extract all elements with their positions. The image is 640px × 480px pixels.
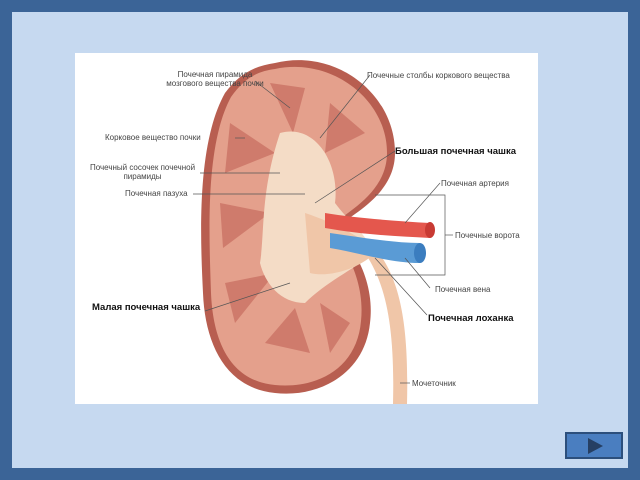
renal-pyramids — [220, 83, 365, 353]
leader-lines — [193, 74, 453, 384]
label-ureter: Мочеточник — [412, 379, 456, 388]
kidney-diagram: Почечная пирамида мозгового вещества поч… — [75, 53, 538, 404]
renal-vein — [330, 233, 420, 263]
label-renal-columns: Почечные столбы коркового вещества — [367, 71, 510, 80]
next-slide-button[interactable] — [565, 432, 623, 459]
label-renal-vein: Почечная вена — [435, 285, 491, 294]
label-renal-artery: Почечная артерия — [441, 179, 509, 188]
label-renal-pelvis: Почечная лоханка — [428, 313, 514, 324]
label-renal-pyramid: Почечная пирамида мозгового вещества поч… — [166, 70, 264, 88]
renal-artery — [325, 213, 430, 238]
kidney-illustration — [193, 60, 453, 404]
label-minor-calyx: Малая почечная чашка — [92, 302, 201, 313]
label-cortex: Корковое вещество почки — [105, 133, 201, 142]
label-renal-sinus: Почечная пазуха — [125, 189, 188, 198]
label-renal-hilum: Почечные ворота — [455, 231, 520, 240]
ureter-shape — [365, 248, 408, 404]
label-major-calyx: Большая почечная чашка — [395, 146, 516, 157]
play-triangle-icon — [588, 438, 603, 454]
label-renal-papilla: Почечный сосочек почечной пирамиды — [89, 163, 196, 181]
